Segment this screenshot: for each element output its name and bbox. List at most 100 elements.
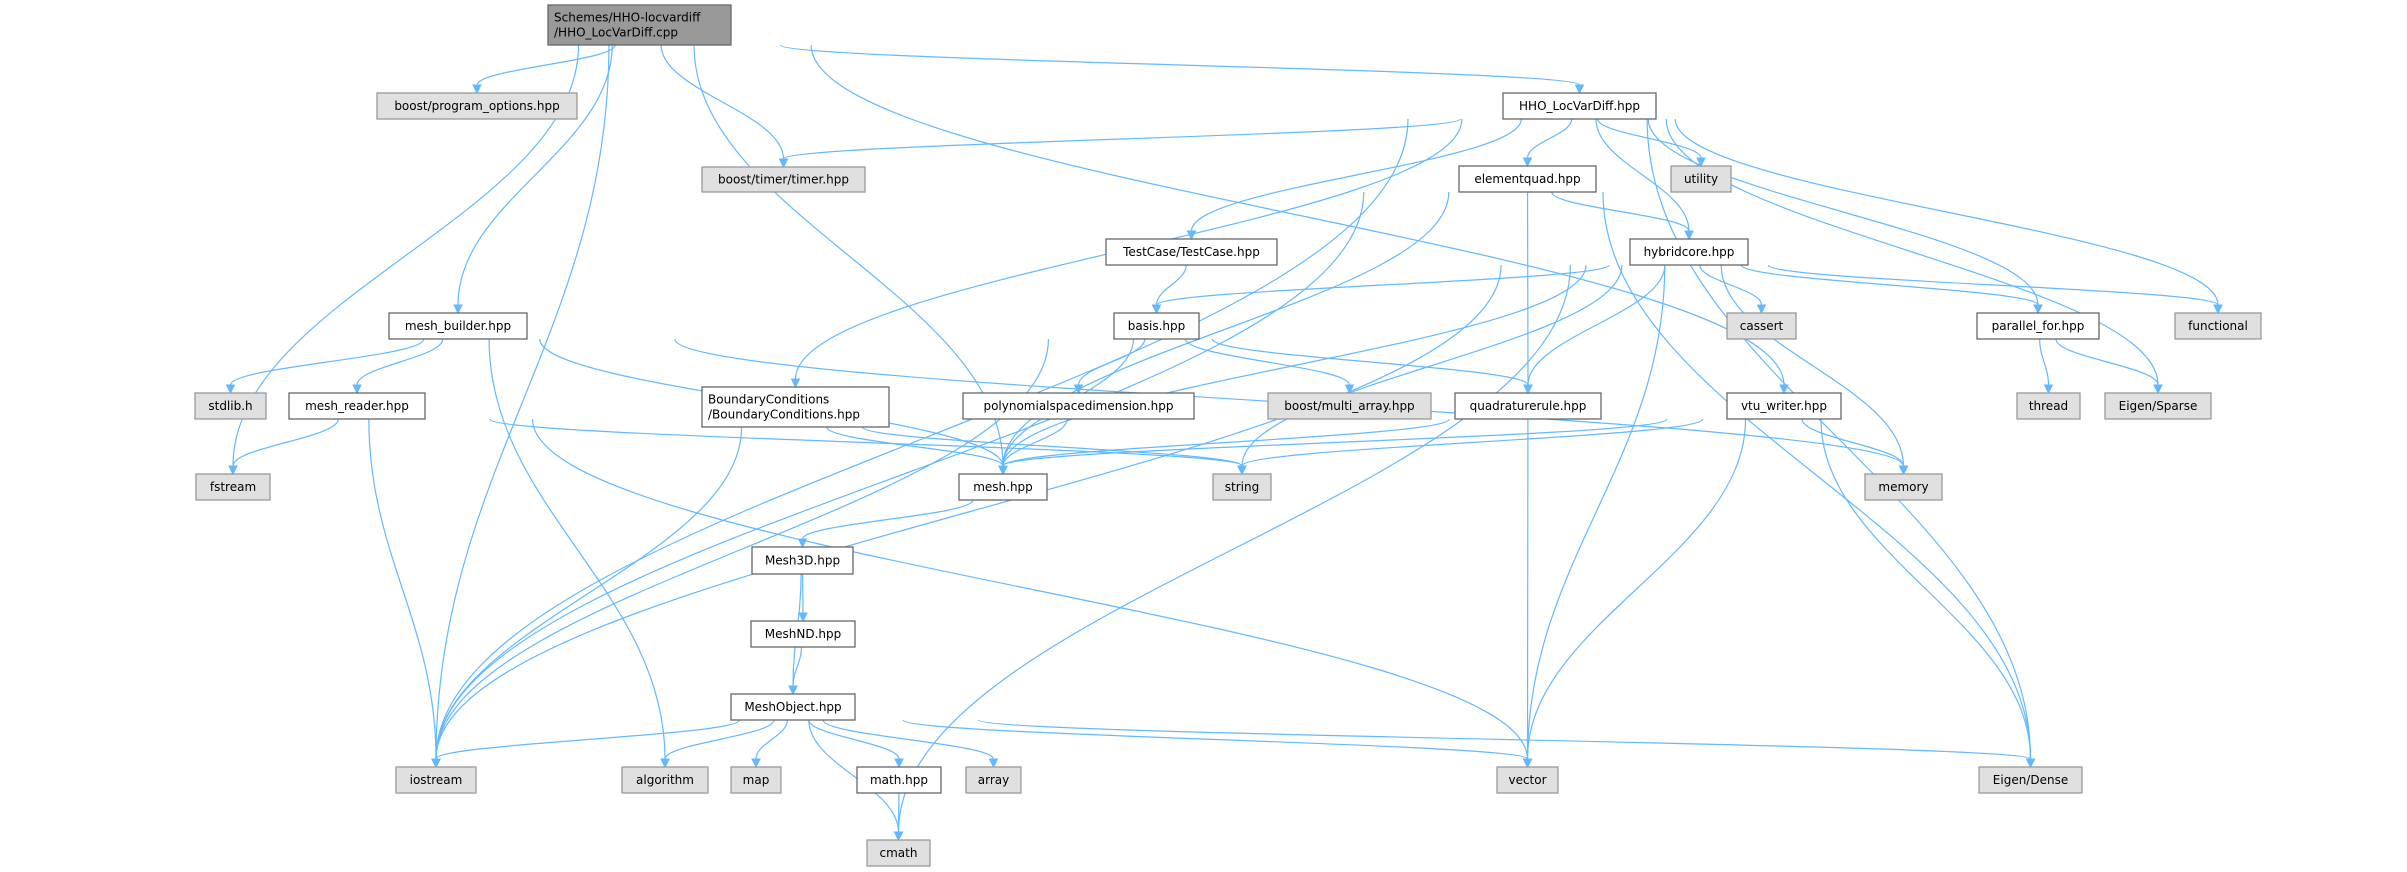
edge-vtu_writer-to-string [1241,418,1704,467]
node-math[interactable]: math.hpp [856,766,942,794]
node-multi_array: boost/multi_array.hpp [1267,392,1432,420]
node-box [856,766,942,794]
node-boundary[interactable]: BoundaryConditions/BoundaryConditions.hp… [701,386,890,428]
arrowhead-icon [1898,465,1909,476]
node-timer: boost/timer/timer.hpp [701,166,866,193]
node-hho_hpp[interactable]: HHO_LocVarDiff.hpp [1502,92,1657,120]
node-box [288,392,426,420]
edge-meshobject-to-vector [902,719,1529,760]
node-vtu_writer[interactable]: vtu_writer.hpp [1726,392,1842,420]
arrowhead-icon [998,465,1008,476]
node-label: Schemes/HHO-locvardiff [554,11,701,25]
node-box [1629,238,1749,266]
node-basis[interactable]: basis.hpp [1113,312,1200,340]
node-box [866,839,931,867]
edge-quadrature-to-mesh [1002,418,1450,467]
node-cmath: cmath [866,839,931,867]
node-box [751,546,854,575]
node-box [1105,238,1278,266]
node-label: map [743,773,770,787]
arrowhead-icon [225,384,236,395]
node-box [1454,392,1602,420]
arrowhead-icon [2033,304,2043,315]
edge-meshobject-to-iostream [435,719,741,760]
node-elementquad[interactable]: elementquad.hpp [1458,165,1597,193]
node-label: functional [2188,319,2248,333]
nodes-layer: Schemes/HHO-locvardiff/HHO_LocVarDiff.cp… [194,4,2262,867]
edge-mesh_reader-to-fstream [232,418,339,467]
node-fstream: fstream [195,473,271,501]
edge-meshobject-to-algorithm [664,719,775,760]
edge-root-to-mesh_builder [457,44,613,306]
node-box [1267,392,1432,420]
node-memory: memory [1864,473,1943,501]
node-box [1670,165,1732,193]
edge-elementquad-to-iostream [435,191,1365,760]
edge-hybridcore-to-vector [1526,264,1666,760]
node-box [621,766,709,794]
arrowhead-icon [1186,230,1197,241]
arrowhead-icon [2213,304,2223,315]
node-mesh_builder[interactable]: mesh_builder.hpp [388,312,528,340]
edge-hho_hpp-to-utility [1597,118,1702,159]
node-box [701,386,890,428]
node-utility: utility [1670,165,1732,193]
node-label: algorithm [636,773,694,787]
node-label: Eigen/Dense [1993,773,2068,787]
node-testcase[interactable]: TestCase/TestCase.hpp [1105,238,1278,266]
arrowhead-icon [660,758,670,769]
arrowhead-icon [751,758,761,769]
node-root[interactable]: Schemes/HHO-locvardiff/HHO_LocVarDiff.cp… [547,4,732,46]
edge-hybridcore-to-memory [1720,264,1905,467]
edge-root-to-iostream [435,44,610,760]
node-quadrature[interactable]: quadraturerule.hpp [1454,392,1602,420]
edge-meshobject-to-eigen_dense [978,719,2032,760]
node-label: HHO_LocVarDiff.hpp [1519,99,1640,113]
node-eigen_sparse: Eigen/Sparse [2104,392,2212,420]
arrowhead-icon [1522,157,1533,168]
arrowhead-icon [893,831,904,842]
node-label: MeshND.hpp [765,627,841,641]
node-program_options: boost/program_options.hpp [376,92,578,120]
node-box [1496,766,1559,794]
edge-mesh_builder-to-mesh_reader [356,338,444,386]
node-box [1113,312,1200,340]
node-meshnd[interactable]: MeshND.hpp [750,620,856,648]
arrowhead-icon [1756,304,1767,315]
edge-polyspace-to-mesh [1002,418,1068,467]
node-mesh[interactable]: mesh.hpp [958,473,1048,501]
node-string: string [1212,473,1272,501]
node-box [730,693,856,721]
arrowhead-icon [472,84,482,95]
edge-hho_hpp-to-functional [1674,118,2219,306]
edge-testcase-to-basis [1155,264,1187,306]
arrowhead-icon [1522,758,1533,769]
node-box [965,766,1022,794]
edge-hho_hpp-to-hybridcore [1595,118,1690,232]
node-label: string [1225,480,1259,494]
arrowhead-icon [894,758,904,769]
node-hybridcore[interactable]: hybridcore.hpp [1629,238,1749,266]
edge-hho_hpp-to-testcase [1190,118,1522,232]
node-meshobject[interactable]: MeshObject.hpp [730,693,856,721]
edge-basis-to-quadrature [1211,338,1529,386]
edge-hybridcore-to-parallel_for [1740,264,2039,306]
node-cassert: cassert [1726,312,1797,340]
node-box [547,4,732,46]
arrowhead-icon [1574,84,1585,95]
node-mesh_reader[interactable]: mesh_reader.hpp [288,392,426,420]
arrowhead-icon [1523,384,1533,395]
node-polyspace[interactable]: polynomialspacedimension.hpp [962,392,1195,420]
node-label: math.hpp [870,773,928,787]
arrowhead-icon [788,685,798,696]
node-mesh3d[interactable]: Mesh3D.hpp [751,546,854,575]
node-label: cmath [880,846,918,860]
node-label: boost/timer/timer.hpp [718,173,849,187]
arrowhead-icon [228,465,238,476]
node-label: Eigen/Sparse [2119,399,2198,413]
node-parallel_for[interactable]: parallel_for.hpp [1976,312,2100,340]
edge-meshobject-to-math [808,719,900,760]
node-label: iostream [410,773,463,787]
edge-mesh_reader-to-iostream [368,418,437,760]
